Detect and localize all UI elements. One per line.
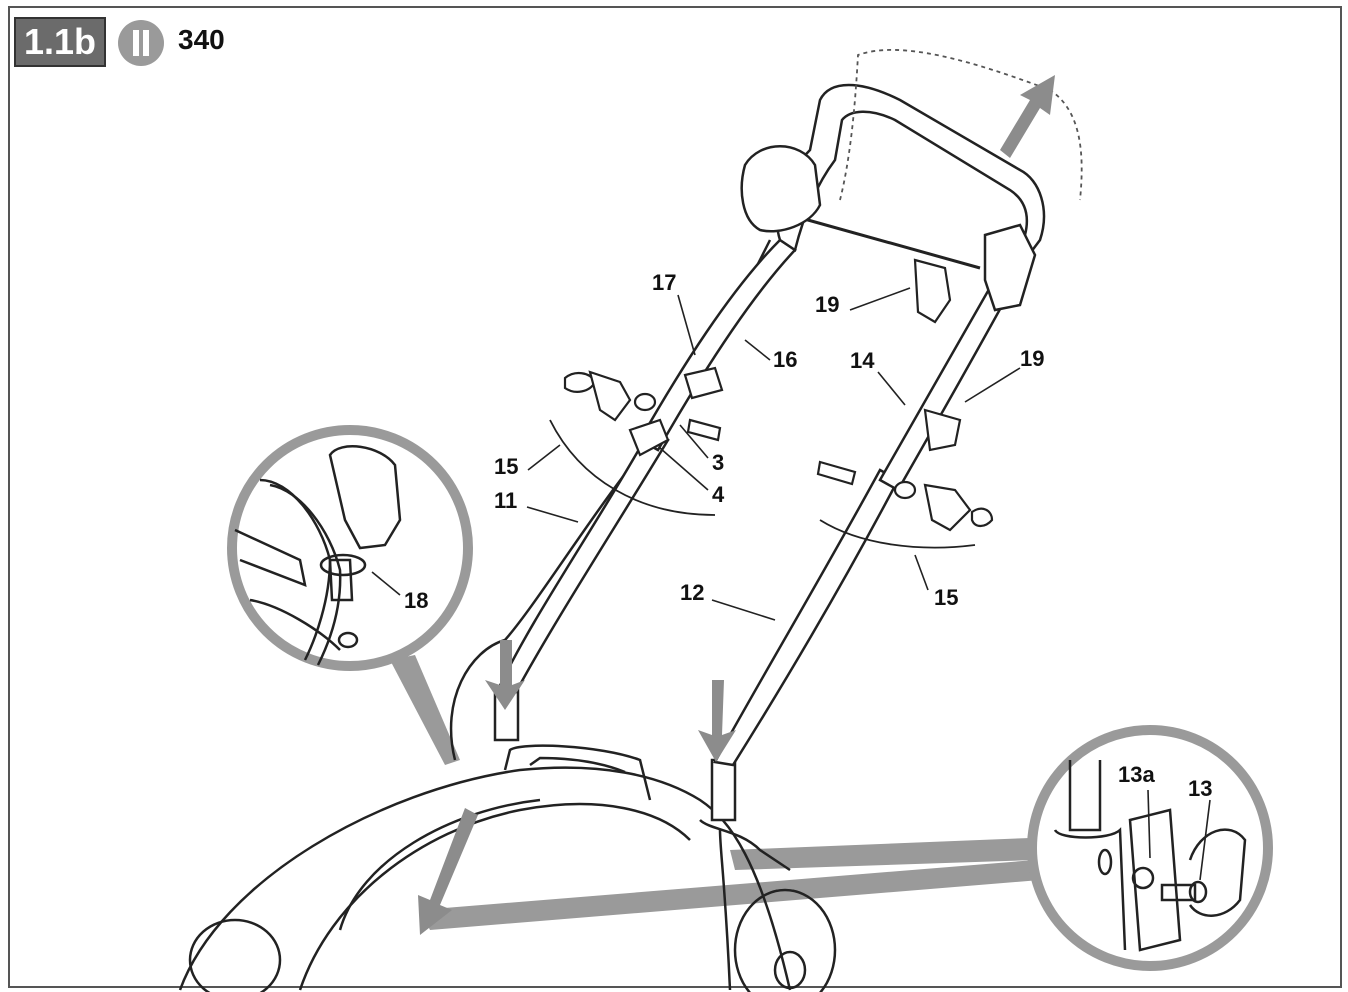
direction-arrows — [418, 75, 1055, 935]
callout-17: 17 — [652, 270, 676, 295]
callout-16: 16 — [773, 347, 797, 372]
folded-handle-outline — [839, 49, 1083, 201]
callout-19-right: 19 — [1020, 346, 1044, 371]
callout-labels: 17 16 19 14 19 3 4 15 11 12 15 18 13a 13 — [404, 270, 1212, 801]
callout-4: 4 — [712, 482, 725, 507]
pause-circle-icon — [118, 20, 164, 66]
callout-19-left: 19 — [815, 292, 839, 317]
callout-11: 11 — [494, 488, 517, 513]
arrow-down-mower-icon — [418, 808, 478, 935]
callout-15-right: 15 — [934, 585, 958, 610]
rotation-arcs — [549, 419, 976, 549]
lower-handle — [493, 428, 900, 822]
callout-15-left: 15 — [494, 454, 518, 479]
leader-lines — [371, 287, 1211, 881]
diagram-frame — [8, 6, 1342, 988]
model-number: 340 — [178, 24, 225, 55]
callout-13: 13 — [1188, 776, 1212, 801]
callout-3: 3 — [712, 450, 724, 475]
zoom-circle-cable-clip — [227, 425, 473, 671]
figure-badge: 1.1b — [14, 17, 106, 67]
switch-box — [740, 145, 1037, 312]
callout-13a: 13a — [1118, 762, 1155, 787]
arrow-down-right-icon — [698, 680, 736, 762]
callout-18: 18 — [404, 588, 428, 613]
arrow-up-right-icon — [1000, 75, 1055, 158]
handle-hardware — [563, 258, 994, 532]
zoom-connector-left — [390, 655, 460, 765]
arrow-down-left-icon — [485, 640, 525, 710]
zoom-connector-right — [420, 838, 1040, 930]
mower-body — [178, 744, 837, 992]
callout-12: 12 — [680, 580, 704, 605]
callout-14: 14 — [850, 348, 875, 373]
